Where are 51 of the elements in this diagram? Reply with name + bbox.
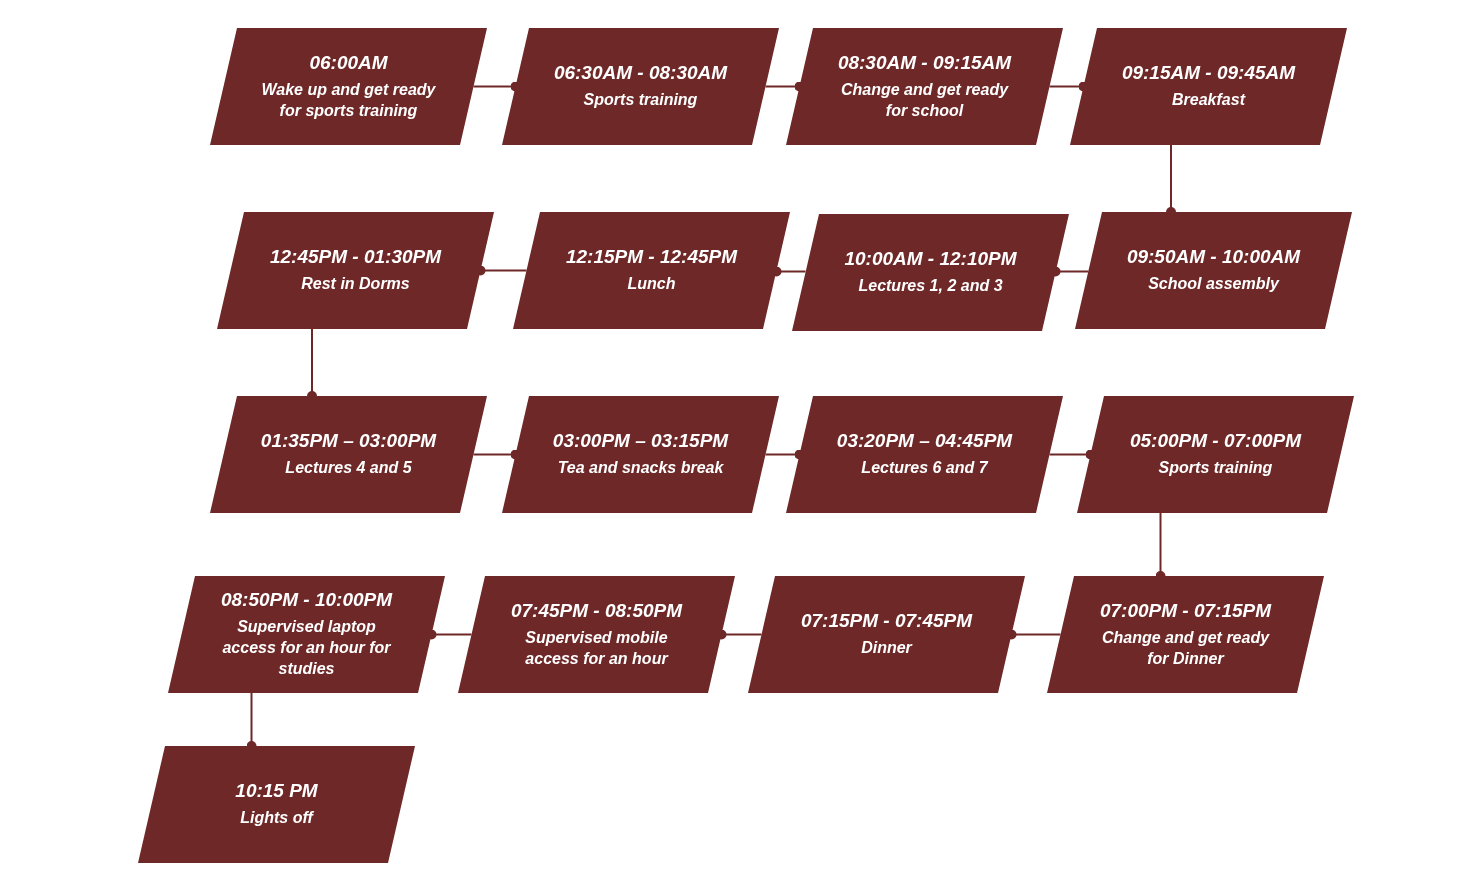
schedule-step [210, 396, 487, 513]
schedule-step [168, 576, 445, 693]
schedule-step [513, 212, 790, 329]
activity-text: Dinner [861, 638, 912, 659]
schedule-step [786, 396, 1063, 513]
activity-text: Rest in Dorms [301, 274, 410, 295]
time-range: 05:00PM - 07:00PM [1129, 430, 1302, 453]
activity-text: Change and get ready for school [839, 79, 1010, 121]
activity-text: Tea and snacks break [557, 458, 724, 479]
time-range: 12:45PM - 01:30PM [269, 246, 442, 269]
schedule-step [1075, 212, 1352, 329]
time-range: 09:15AM - 09:45AM [1121, 62, 1296, 85]
schedule-step [786, 28, 1063, 145]
time-range: 07:45PM - 08:50PM [510, 599, 683, 622]
time-range: 06:30AM - 08:30AM [553, 62, 728, 85]
activity-text: Lunch [627, 274, 676, 295]
schedule-step [217, 212, 494, 329]
time-range: 09:50AM - 10:00AM [1126, 246, 1301, 269]
schedule-step [1077, 396, 1354, 513]
activity-text: Breakfast [1172, 90, 1245, 111]
time-range: 08:50PM - 10:00PM [220, 589, 393, 612]
activity-text: Sports training [1158, 458, 1273, 479]
time-range: 06:00AM [309, 51, 388, 74]
activity-text: School assembly [1148, 274, 1279, 295]
time-range: 08:30AM - 09:15AM [837, 51, 1012, 74]
activity-text: Lectures 1, 2 and 3 [858, 276, 1003, 297]
time-range: 12:15PM - 12:45PM [565, 246, 738, 269]
time-range: 10:15 PM [235, 780, 318, 803]
activity-text: Sports training [583, 90, 698, 111]
activity-text: Supervised laptop access for an hour for studies [221, 617, 392, 679]
schedule-step [792, 214, 1069, 331]
activity-text: Lectures 6 and 7 [861, 458, 988, 479]
time-range: 07:15PM - 07:45PM [800, 610, 973, 633]
schedule-step [502, 28, 779, 145]
activity-text: Wake up and get ready for sports training [260, 79, 437, 121]
activity-text: Change and get ready for Dinner [1100, 627, 1271, 669]
time-range: 07:00PM - 07:15PM [1099, 599, 1272, 622]
time-range: 03:20PM – 04:45PM [836, 430, 1013, 453]
schedule-step [138, 746, 415, 863]
time-range: 03:00PM – 03:15PM [552, 430, 729, 453]
time-range: 10:00AM - 12:10PM [844, 248, 1017, 271]
activity-text: Lectures 4 and 5 [285, 458, 412, 479]
schedule-step [458, 576, 735, 693]
schedule-step [502, 396, 779, 513]
schedule-step [210, 28, 487, 145]
schedule-step [1070, 28, 1347, 145]
time-range: 01:35PM – 03:00PM [260, 430, 437, 453]
schedule-step [748, 576, 1025, 693]
activity-text: Supervised mobile access for an hour [524, 627, 670, 669]
activity-text: Lights off [240, 808, 313, 829]
schedule-step [1047, 576, 1324, 693]
